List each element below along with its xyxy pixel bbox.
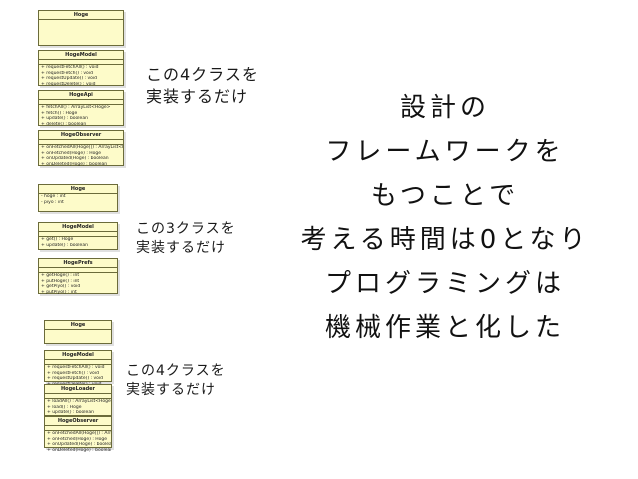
uml-method: + requestFetchAll() : void (47, 365, 105, 370)
uml-class-hogeobserver-3: HogeObserver + onFetchedAll(Hoge[]) : Ar… (44, 416, 112, 453)
caption-group2: この3クラスを 実装するだけ (136, 220, 236, 258)
uml-method: + requestFetch() : void (47, 370, 99, 376)
main-message: 設計の フレームワークを もつことで 考える時間は0となり プログラミングは 機… (270, 86, 620, 350)
uml-attribute: - hoge : int (41, 194, 66, 199)
uml-method: + requestUpdate() : void (47, 376, 104, 382)
uml-class-name: HogeModel (45, 351, 111, 360)
uml-method: + onUpdated(Hoge) : boolean (41, 156, 109, 162)
uml-method: + onUpdated(Hoge) : boolean (47, 442, 111, 448)
uml-method: + fetchAll() : ArrayList<Hoge> (41, 105, 111, 110)
uml-method: + onFetchedAll(Hoge[]) : ArrayList<Hoge> (47, 431, 111, 436)
caption-line: 実装するだけ (136, 239, 226, 256)
uml-class-name: HogeModel (39, 223, 117, 232)
uml-class-name: HogeObserver (39, 131, 123, 140)
main-line: もつことで (370, 181, 520, 211)
uml-class-hoge-1: Hoge (38, 10, 124, 46)
uml-method: + requestDelete() : void (41, 81, 96, 87)
uml-method: + putHoge() : int (41, 278, 80, 284)
uml-class-hogemodel-3: HogeModel + requestFetchAll() : void + r… (44, 350, 112, 387)
uml-method: + requestUpdate() : void (41, 76, 98, 82)
uml-class-hogemodel-1: HogeModel + requestFetchAll() : void + r… (38, 50, 124, 87)
uml-class-hoge-2: Hoge - hoge : int - piyo : int (38, 184, 118, 212)
uml-class-name: Hoge (39, 185, 117, 194)
uml-method: + update() : boolean (41, 116, 88, 122)
uml-method: + putPiyo() : int (41, 289, 77, 295)
uml-method: + delete() : boolean (41, 121, 87, 127)
main-line: フレームワークを (325, 137, 565, 167)
uml-class-hogeobserver-1: HogeObserver + onFetchedAll(Hoge[]) : Ar… (38, 130, 124, 167)
uml-method: + getPiyo() : void (41, 284, 81, 290)
caption-line: この3クラスを (136, 221, 236, 237)
main-line: 設計の (399, 93, 490, 123)
uml-method: + getHoge() : int (41, 273, 80, 278)
uml-class-name: HogeModel (39, 51, 123, 60)
uml-class-hoge-3: Hoge (44, 320, 112, 344)
uml-method: + requestFetchAll() : void (41, 65, 99, 70)
uml-method: + get() : Hoge (41, 237, 74, 242)
main-line: 考える時間は0となり (300, 225, 590, 255)
uml-method: + update() : boolean (41, 242, 88, 248)
caption-line: この4クラスを (126, 363, 226, 379)
uml-class-name: HogeLoader (45, 385, 111, 394)
uml-class-hogeloader-3: HogeLoader + loadAll() : ArrayList<Hoge>… (44, 384, 112, 421)
uml-method: + requestFetch() : void (41, 70, 93, 76)
uml-method: + load() : Hoge (47, 404, 82, 410)
main-line: プログラミングは (324, 269, 565, 299)
uml-class-name: HogePrefs (39, 259, 117, 268)
caption-line: 実装するだけ (126, 381, 216, 398)
caption-line: 実装するだけ (146, 86, 249, 106)
uml-class-name: Hoge (45, 321, 111, 330)
caption-group3: この4クラスを 実装するだけ (126, 362, 226, 400)
uml-attribute: - piyo : int (41, 199, 64, 205)
uml-method: + loadAll() : ArrayList<Hoge> (47, 399, 111, 404)
uml-class-name: Hoge (39, 11, 123, 20)
uml-method: + onDeleted(Hoge) : boolean (47, 447, 111, 453)
uml-method: + fetch() : Hoge (41, 110, 78, 116)
uml-method: + onFetched(Hoge) : Hoge (47, 436, 108, 442)
uml-method: + update() : boolean (47, 410, 94, 416)
uml-class-hogemodel-2: HogeModel + get() : Hoge + update() : bo… (38, 222, 118, 250)
uml-class-hogeapi-1: HogeApi + fetchAll() : ArrayList<Hoge> +… (38, 90, 124, 127)
uml-class-name: HogeApi (39, 91, 123, 100)
uml-method: + onFetched(Hoge) : Hoge (41, 150, 102, 156)
caption-line: この4クラスを (146, 65, 259, 84)
caption-group1: この4クラスを 実装するだけ (146, 64, 259, 107)
uml-method: + onDeleted(Hoge) : boolean (41, 161, 108, 167)
uml-class-name: HogeObserver (45, 417, 111, 426)
uml-method: + onFetchedAll(Hoge[]) : ArrayList<Hoge> (41, 145, 123, 150)
main-line: 機械作業と化した (324, 313, 565, 343)
uml-class-hogeprefs-2: HogePrefs + getHoge() : int + putHoge() … (38, 258, 118, 295)
